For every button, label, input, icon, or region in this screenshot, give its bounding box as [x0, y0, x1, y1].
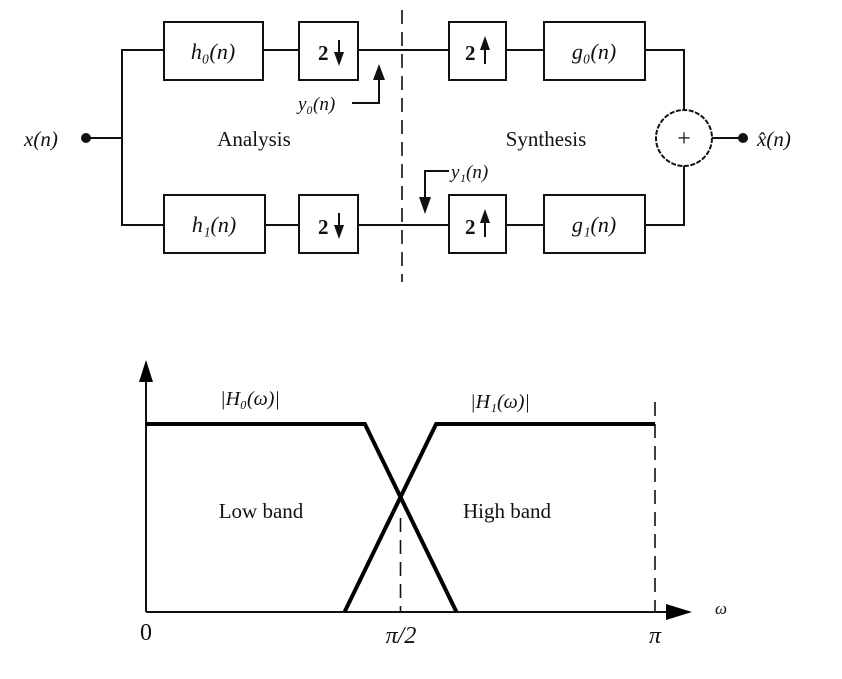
x-axis-arrow-icon — [666, 604, 692, 620]
x-tick-label-half-pi: π/2 — [386, 623, 417, 649]
output-label: x̂(n) — [756, 127, 791, 151]
wire-g1-adder — [645, 166, 685, 226]
analysis-label: Analysis — [217, 127, 291, 151]
annotation-low-band: Low band — [219, 499, 304, 523]
filter-g0-label: g₀(n) — [572, 39, 616, 64]
down-arrow-icon — [334, 40, 344, 66]
plus-icon: + — [677, 126, 691, 152]
frequency-response-chart: ω |H₀(ω)| |H₁(ω)| Low band High band 0 π… — [139, 360, 727, 649]
synthesis-label: Synthesis — [506, 127, 587, 151]
filter-h0-label: h₀(n) — [191, 39, 235, 64]
up-arrow-icon — [373, 64, 385, 80]
series-h0-line — [146, 422, 459, 613]
downsampler-bottom-box — [298, 194, 359, 254]
downsampler-bottom-label: 2 — [318, 215, 329, 239]
y0-pointer — [352, 72, 380, 104]
series-h1-line — [342, 422, 655, 613]
y1-pointer — [424, 170, 449, 205]
downsampler-top-box — [298, 21, 359, 81]
filter-g1-box — [543, 194, 646, 254]
x-tick-label-pi: π — [649, 623, 662, 649]
y0-label: y₀(n) — [296, 94, 335, 115]
up-arrow-icon — [480, 209, 490, 237]
input-label: x(n) — [23, 127, 58, 151]
output-node — [738, 133, 748, 143]
wire-g0-adder — [645, 49, 685, 110]
legend-h1-label: |H₁(ω)| — [470, 391, 530, 413]
filter-g1-label: g₁(n) — [572, 212, 616, 237]
block-diagram: x(n) h₀(n) 2 y₀(n) Analysis h₁(n) 2 — [23, 10, 791, 282]
up-arrow-icon — [480, 36, 490, 64]
upsampler-bottom-box — [448, 194, 507, 254]
down-arrow-icon — [419, 197, 431, 214]
annotation-high-band: High band — [463, 499, 552, 523]
legend-h0-label: |H₀(ω)| — [220, 388, 280, 410]
split-wire — [121, 49, 164, 226]
filter-h1-label: h₁(n) — [192, 212, 236, 237]
y-axis-arrow-icon — [139, 360, 153, 382]
x-axis-label: ω — [715, 599, 727, 618]
x-tick-label-0: 0 — [140, 620, 152, 646]
down-arrow-icon — [334, 213, 344, 239]
filter-h1-box — [163, 194, 266, 254]
downsampler-top-label: 2 — [318, 41, 329, 65]
y1-label: y₁(n) — [449, 162, 488, 183]
upsampler-top-label: 2 — [465, 41, 476, 65]
upsampler-top-box — [448, 21, 507, 81]
upsampler-bottom-label: 2 — [465, 215, 476, 239]
